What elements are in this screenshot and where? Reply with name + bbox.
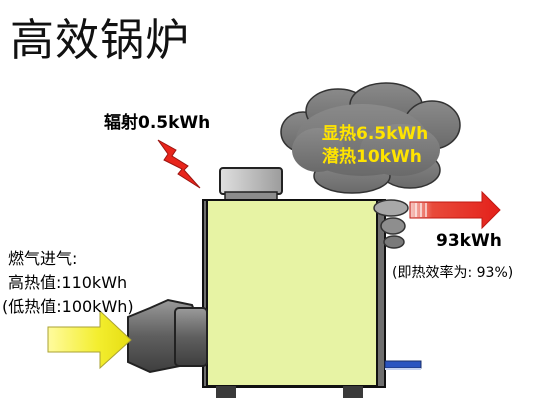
output-arrow [409,190,501,230]
latent-heat-label: 潜热10kWh [322,147,422,167]
efficiency-label: (即热效率为: 93%) [392,265,514,281]
output-energy-label: 93kWh [436,231,502,251]
flue-connectors [373,199,409,249]
boiler-body [202,199,386,398]
burner [127,298,208,374]
page-title: 高效锅炉 [10,15,190,66]
exhaust-cloud [280,82,461,194]
gas-input-arrow [47,309,132,370]
gas-high-heat-value: 高热值:110kWh [8,273,128,292]
flue-box [219,167,283,201]
radiation-bolt [157,139,201,189]
water-pipe [384,360,422,370]
gas-low-heat-value: (低热值:100kWh) [2,297,134,316]
sensible-heat-label: 显热6.5kWh [322,124,429,144]
output-arrow-stripes [415,203,427,217]
radiation-label: 辐射0.5kWh [104,113,211,133]
gas-input-label: 燃气进气: [8,249,78,268]
